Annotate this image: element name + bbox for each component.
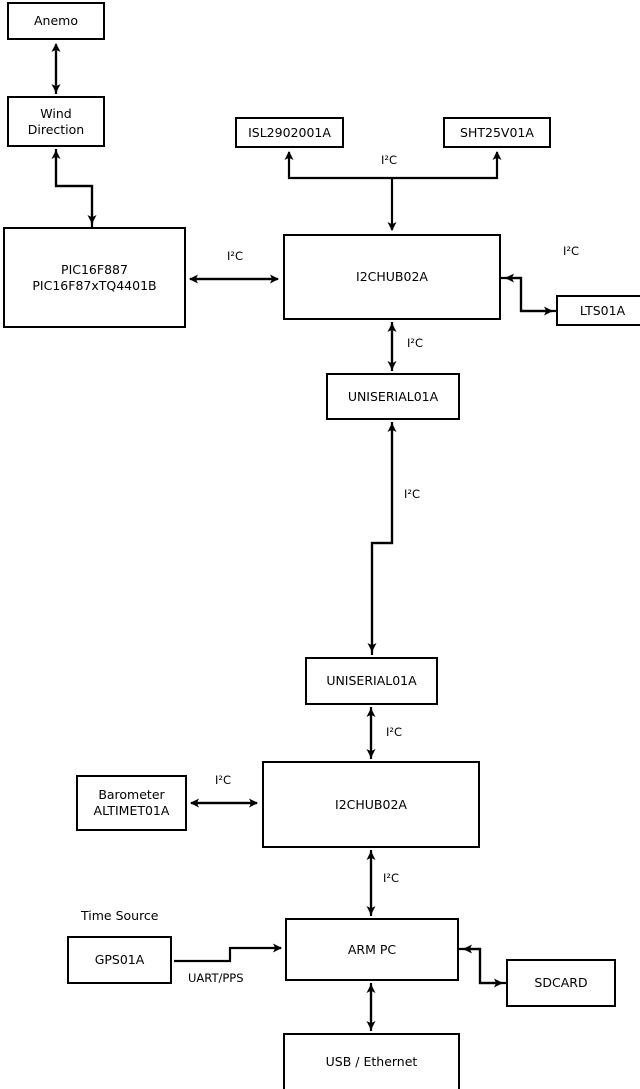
wire-uni2-uni1-up xyxy=(370,423,397,655)
wire-lts-hub-in xyxy=(505,273,556,313)
node-uniserial01a-upper[interactable]: UNISERIAL01A xyxy=(326,373,460,420)
wire-sdcard-arm-in xyxy=(463,944,506,985)
edge-label-i2c-hub-armpc: I²C xyxy=(383,871,400,885)
wire-pic-wind-up xyxy=(51,150,94,227)
node-anemo[interactable]: Anemo xyxy=(7,2,105,40)
wire-hub-bus-isl xyxy=(284,151,392,180)
wire-gps-arm xyxy=(174,943,282,963)
node-pic16f887[interactable]: PIC16F887 PIC16F87xTQ4401B xyxy=(3,227,186,328)
node-gps01a[interactable]: GPS01A xyxy=(67,936,172,984)
edge-label-i2c-pic-hub: I²C xyxy=(227,249,244,263)
edge-label-uart-pps: UART/PPS xyxy=(188,971,244,985)
node-arm-pc[interactable]: ARM PC xyxy=(285,918,459,981)
node-sht25v01a[interactable]: SHT25V01A xyxy=(443,117,551,148)
node-sdcard[interactable]: SDCARD xyxy=(506,959,616,1007)
node-isl2902001a[interactable]: ISL2902001A xyxy=(235,117,344,148)
label-time-source: Time Source xyxy=(81,908,159,923)
node-barometer-altimet01a[interactable]: Barometer ALTIMET01A xyxy=(76,775,187,831)
node-uniserial01a-lower[interactable]: UNISERIAL01A xyxy=(305,657,438,705)
node-i2chub02a-top[interactable]: I2CHUB02A xyxy=(283,234,501,320)
edge-label-i2c-hub-uniserial: I²C xyxy=(407,336,424,350)
wire-hub-lts-out xyxy=(501,276,553,316)
edge-label-i2c-uniserial-link: I²C xyxy=(404,487,421,501)
node-usb-ethernet[interactable]: USB / Ethernet xyxy=(283,1033,460,1089)
edge-label-i2c-uniserial-hub: I²C xyxy=(386,725,403,739)
node-i2chub02a-bottom[interactable]: I2CHUB02A xyxy=(262,761,480,848)
wire-uni1-uni2-down xyxy=(367,422,394,652)
edge-label-i2c-barometer-hub: I²C xyxy=(215,773,232,787)
wire-wind-pic-down xyxy=(54,149,97,224)
wire-arm-sdcard-out xyxy=(459,947,503,988)
node-wind-direction[interactable]: Wind Direction xyxy=(7,96,105,147)
node-lts01a[interactable]: LTS01A xyxy=(556,295,640,326)
edge-label-i2c-sensor-bus: I²C xyxy=(381,153,398,167)
edge-label-i2c-hub-lts: I²C xyxy=(563,244,580,258)
wire-hub-bus-sht xyxy=(392,151,502,180)
